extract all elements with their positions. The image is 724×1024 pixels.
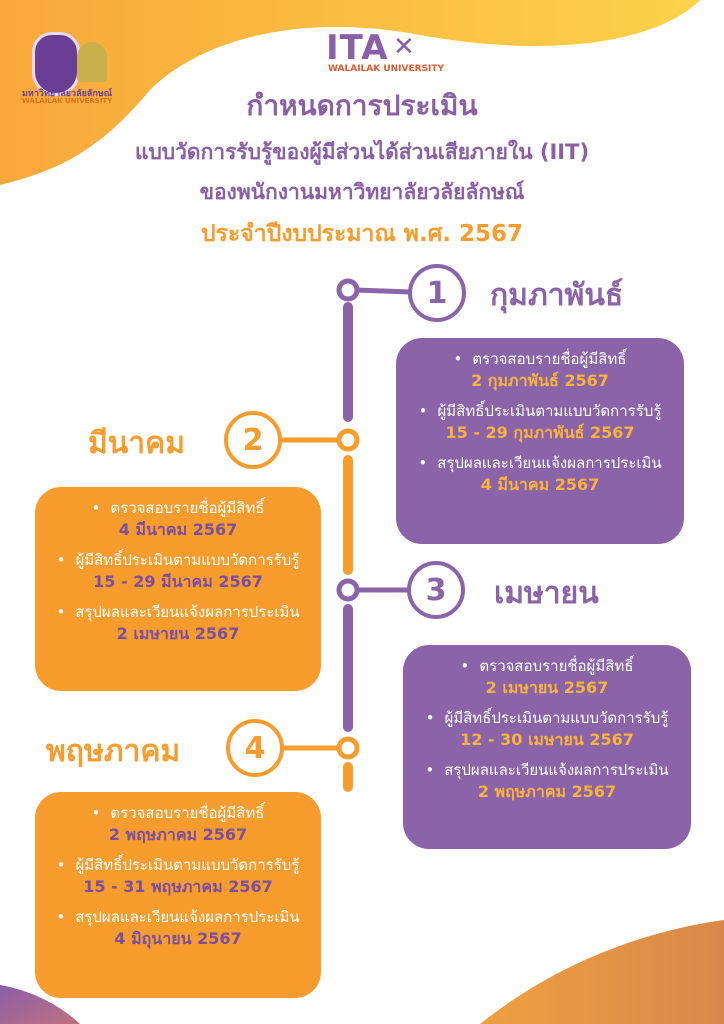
task-date: 2 เมษายน 2567 (116, 624, 240, 643)
task-label: ตรวจสอบรายชื่อผู้มีสิทธิ์ (35, 497, 321, 519)
page-title: กำหนดการประเมิน (246, 89, 478, 122)
logo-text-en: WALAILAK UNIVERSITY (22, 97, 113, 105)
task-label: สรุปผลและเวียนแจ้งผลการประเมิน (396, 452, 684, 474)
subtitle-line-2: ของพนักงานมหาวิทยาลัยวลัยลักษณ์ (199, 180, 525, 204)
ita-subtitle: WALAILAK UNIVERSITY (328, 64, 445, 74)
ita-logo: ITA (326, 28, 389, 68)
fiscal-year: ประจำปีงบประมาณ พ.ศ. 2567 (200, 221, 524, 247)
bottom-left-wave (0, 985, 80, 1024)
timeline-node (336, 736, 360, 760)
task-label: ผู้มีสิทธิ์ประเมินตามแบบวัดการรับรู้ (35, 549, 321, 571)
task-date: 15 - 29 กุมภาพันธ์ 2567 (445, 423, 635, 442)
task-date: 2 พฤษภาคม 2567 (108, 825, 248, 844)
step-4-month: พฤษภาคม (46, 734, 181, 769)
task-label: ตรวจสอบรายชื่อผู้มีสิทธิ์ (35, 802, 321, 824)
top-wave (0, 0, 700, 185)
task-label: ตรวจสอบรายชื่อผู้มีสิทธิ์ (396, 348, 684, 370)
ribbon-icon: ✕ (393, 32, 415, 62)
timeline-segment (343, 762, 353, 792)
timeline-segment (343, 302, 353, 422)
task-label: สรุปผลและเวียนแจ้งผลการประเมิน (403, 759, 691, 781)
task-label: ผู้มีสิทธิ์ประเมินตามแบบวัดการรับรู้ (396, 400, 684, 422)
logo-text-th: มหาวิทยาลัยวลัยลักษณ์ (22, 89, 113, 99)
step-1-number: 1 (408, 264, 466, 322)
step-3-month: เมษายน (494, 576, 599, 611)
task-date: 2 กุมภาพันธ์ 2567 (471, 371, 609, 390)
subtitle-line-1: แบบวัดการรับรู้ของผู้มีส่วนได้ส่วนเสียภา… (134, 140, 590, 164)
timeline-node (336, 428, 360, 452)
step-4-card: ตรวจสอบรายชื่อผู้มีสิทธิ์2 พฤษภาคม 2567 … (35, 792, 321, 998)
task-date: 15 - 31 พฤษภาคม 2567 (83, 877, 273, 896)
task-date: 4 มีนาคม 2567 (480, 475, 600, 494)
step-2-card: ตรวจสอบรายชื่อผู้มีสิทธิ์4 มีนาคม 2567 ผ… (35, 487, 321, 691)
task-date: 4 มีนาคม 2567 (118, 520, 238, 539)
task-label: ผู้มีสิทธิ์ประเมินตามแบบวัดการรับรู้ (403, 707, 691, 729)
task-label: สรุปผลและเวียนแจ้งผลการประเมิน (35, 601, 321, 623)
task-label: ผู้มีสิทธิ์ประเมินตามแบบวัดการรับรู้ (35, 854, 321, 876)
step-3-card: ตรวจสอบรายชื่อผู้มีสิทธิ์2 เมษายน 2567 ผ… (403, 645, 691, 849)
task-date: 4 มิถุนายน 2567 (114, 929, 242, 948)
step-2-number: 2 (224, 411, 282, 469)
step-4-number: 4 (226, 719, 284, 777)
step-2-month: มีนาคม (88, 426, 185, 461)
bottom-right-wave (480, 920, 724, 1024)
task-date: 2 พฤษภาคม 2567 (477, 782, 617, 801)
step-1-card: ตรวจสอบรายชื่อผู้มีสิทธิ์2 กุมภาพันธ์ 25… (396, 338, 684, 544)
task-date: 2 เมษายน 2567 (485, 678, 609, 697)
task-label: ตรวจสอบรายชื่อผู้มีสิทธิ์ (403, 655, 691, 677)
task-label: สรุปผลและเวียนแจ้งผลการประเมิน (35, 906, 321, 928)
timeline-segment (343, 455, 353, 575)
world-class-icon (77, 42, 107, 82)
task-date: 12 - 30 เมษายน 2567 (460, 730, 634, 749)
timeline-node (336, 578, 360, 602)
timeline-node (336, 278, 360, 302)
step-1-month: กุมภาพันธ์ (490, 278, 624, 313)
step-3-number: 3 (407, 561, 465, 619)
university-logo (22, 12, 112, 112)
timeline-segment (343, 604, 353, 732)
task-date: 15 - 29 มีนาคม 2567 (93, 572, 263, 591)
